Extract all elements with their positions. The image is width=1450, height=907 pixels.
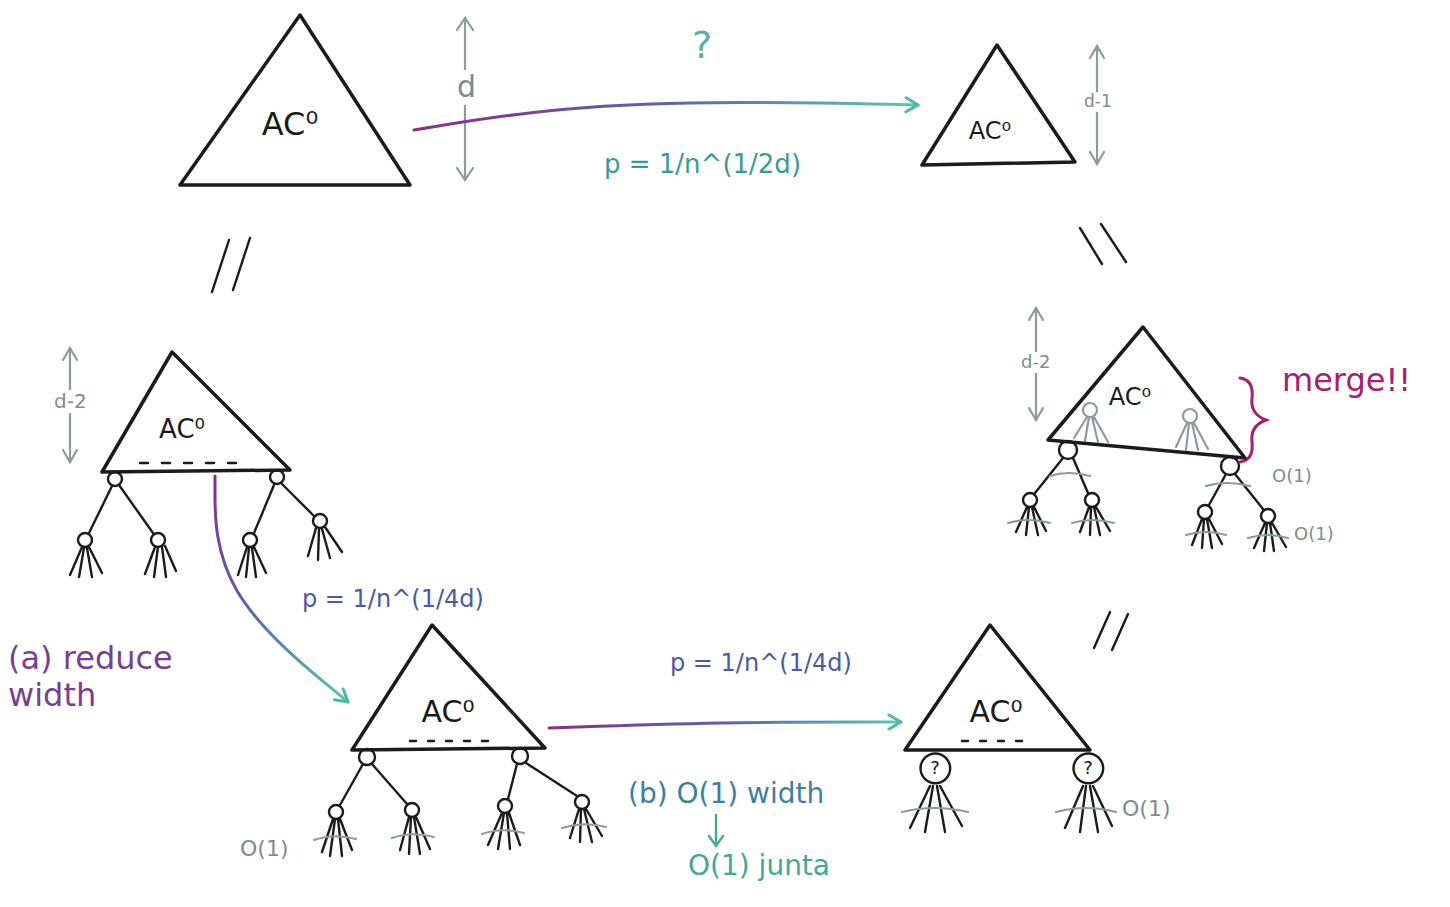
node-label: AC⁰ [422, 695, 475, 730]
fan-in-label: O(1) [1294, 524, 1334, 545]
circle-outline [1073, 753, 1103, 783]
node-label: AC⁰ [159, 415, 205, 445]
note: merge!! [1282, 362, 1411, 399]
gate [1023, 493, 1037, 507]
gate-wires [910, 741, 1112, 832]
circuit-triangle: AC⁰ [348, 621, 549, 754]
triangle-outline [180, 15, 410, 185]
fan-in-label: O(1) [1272, 466, 1312, 487]
gate-circle: ? [1072, 752, 1105, 785]
triangle-outline [905, 625, 1090, 750]
node-text: ? [1083, 758, 1093, 779]
merged-gate [1183, 409, 1197, 423]
triangle-outline [102, 352, 290, 472]
node-text: AC⁰ [262, 106, 319, 143]
node-label: AC⁰ [1109, 384, 1151, 412]
depth-label: d-1 [1082, 92, 1114, 112]
fan-in-mark [1008, 473, 1288, 538]
circuit-triangle: AC⁰ [901, 621, 1094, 754]
gate [1085, 493, 1099, 507]
depth-label: d [455, 70, 478, 105]
edge-label: ? [690, 24, 714, 68]
node-outline [98, 348, 294, 476]
gate [108, 472, 122, 486]
gate-wires [1016, 458, 1286, 551]
gate-wires [322, 741, 602, 856]
merge-brace [1240, 378, 1266, 462]
restriction-label: p = 1/n^(1/2d) [604, 150, 801, 180]
circle-outline [920, 753, 950, 783]
restriction-arrow [549, 722, 901, 728]
node-label: AC⁰ [262, 106, 319, 143]
node-outline [918, 41, 1079, 169]
node-label: AC⁰ [970, 695, 1023, 730]
equals-mark [212, 238, 250, 292]
depth-label: d-2 [1019, 352, 1052, 373]
gate [78, 533, 92, 547]
node-text: AC⁰ [1109, 384, 1151, 412]
node-label: ? [1083, 758, 1093, 779]
edge-label: p = 1/n^(1/4d) [668, 650, 854, 678]
circuit-triangle: AC⁰ [98, 348, 294, 476]
circuit-triangle: AC⁰ [1044, 323, 1249, 462]
triangle-outline [922, 45, 1075, 165]
gate-wires [70, 463, 342, 577]
gate [270, 470, 284, 484]
gate [405, 803, 419, 817]
circuit-triangle: AC⁰ [918, 41, 1079, 169]
node-label: ? [930, 758, 940, 779]
edge-label: p = 1/n^(1/4d) [300, 586, 486, 614]
gate [575, 795, 589, 809]
gate [313, 514, 327, 528]
node-text: AC⁰ [970, 695, 1023, 730]
gate [1198, 505, 1212, 519]
gate [329, 805, 343, 819]
gate [243, 533, 257, 547]
node-label: AC⁰ [969, 118, 1011, 146]
fan-in-mark [314, 824, 606, 840]
gate [151, 533, 165, 547]
node-text: ? [930, 758, 940, 779]
gate [1261, 509, 1275, 523]
step-label: (a) reduce width [8, 640, 223, 714]
fan-in-label: O(1) [1122, 796, 1170, 821]
gate [498, 799, 512, 813]
step-label: (b) O(1) width [628, 778, 824, 810]
gate [1221, 457, 1239, 475]
triangle-outline [352, 625, 545, 750]
equals-mark [1094, 612, 1128, 650]
fan-in-mark [902, 808, 1116, 812]
node-outline [901, 621, 1094, 754]
node-outline [348, 621, 549, 754]
small-arrow [709, 815, 723, 846]
fan-in-label: O(1) [240, 836, 288, 861]
depth-label: d-2 [52, 390, 89, 413]
circuit-triangle: AC⁰ [176, 11, 414, 189]
gate [512, 748, 528, 764]
node-text: AC⁰ [159, 415, 205, 445]
gate-circle: ? [919, 752, 952, 785]
node-text: AC⁰ [969, 118, 1011, 146]
node-text: AC⁰ [422, 695, 475, 730]
node-outline [176, 11, 414, 189]
restriction-arrow [414, 102, 918, 130]
merged-gate [1083, 403, 1097, 417]
triangle-outline [1048, 327, 1245, 458]
step-label: O(1) junta [688, 850, 830, 882]
equals-mark [1080, 224, 1126, 264]
